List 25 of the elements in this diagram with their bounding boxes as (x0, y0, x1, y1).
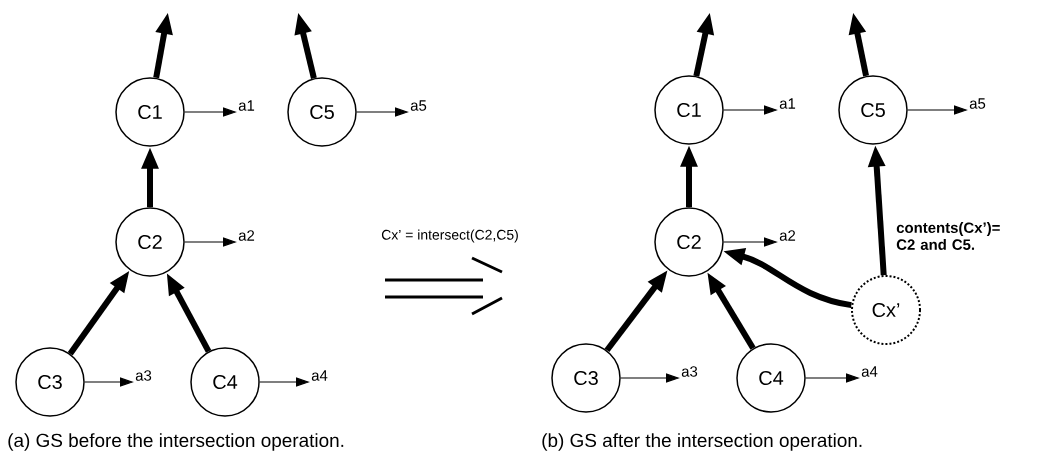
attribute-label: a3 (681, 366, 698, 377)
circle-node: C2 (654, 207, 724, 277)
circle-node: C1 (654, 75, 724, 145)
circle-node: C3 (551, 343, 621, 413)
attribute-label: a5 (969, 98, 986, 109)
circle-node: C5 (287, 77, 357, 147)
attribute-label: a1 (779, 98, 796, 109)
attribute-label: a5 (410, 100, 427, 111)
caption: (a) GS before the intersection operation. (8, 433, 344, 451)
edge-label: contents(Cx’)= C2 and C5. (896, 222, 1000, 250)
circle-node: C4 (736, 343, 806, 413)
dotted-circle-node: Cx’ (851, 275, 921, 345)
circle-node: C4 (190, 347, 260, 417)
circle-node: C5 (838, 75, 908, 145)
attribute-label: a4 (311, 370, 328, 381)
operation-label: Cx’ = intersect(C2,C5) (381, 229, 518, 243)
attribute-label: a3 (135, 370, 152, 381)
circle-node: C2 (115, 207, 185, 277)
attribute-label: a4 (861, 366, 878, 377)
circle-node: C3 (15, 347, 85, 417)
caption: (b) GS after the intersection operation. (542, 433, 862, 451)
circle-node: C1 (115, 77, 185, 147)
attribute-label: a1 (238, 100, 255, 111)
attribute-label: a2 (238, 230, 255, 241)
attribute-label: a2 (779, 230, 796, 241)
